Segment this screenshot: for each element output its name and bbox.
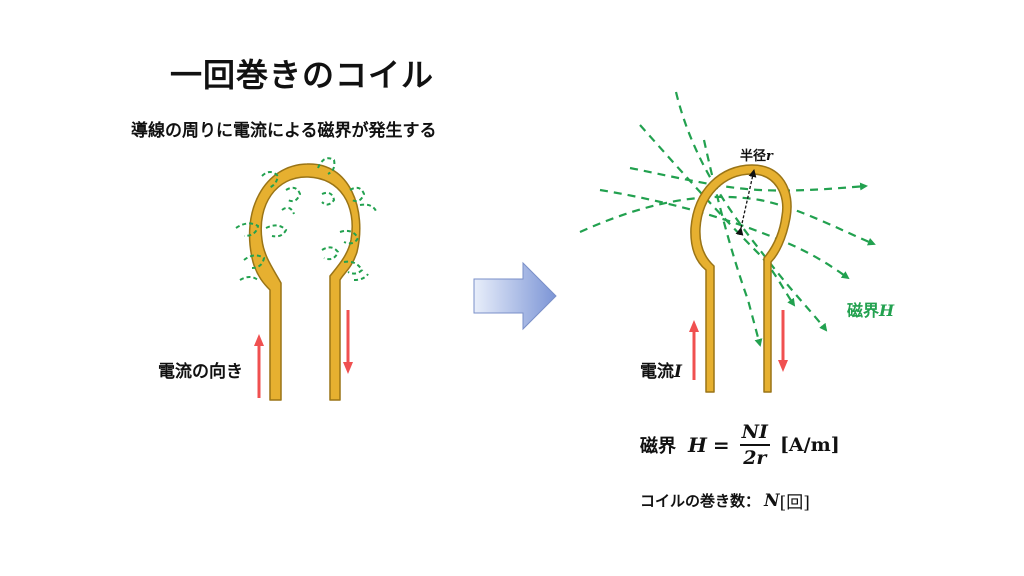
formula-unit: [A/m]	[779, 434, 840, 456]
field-line	[639, 124, 796, 307]
field-line	[599, 188, 850, 280]
left-field-lines	[235, 157, 377, 281]
left-field-loop	[339, 229, 360, 245]
left-field-loop	[243, 254, 266, 269]
field-label: 磁界H	[847, 297, 894, 321]
field-line	[702, 139, 763, 347]
left-field-loop	[317, 157, 336, 175]
formula-equals: =	[712, 433, 730, 457]
turns-definition: コイルの巻き数： N [回]	[640, 488, 810, 514]
left-field-loop	[321, 191, 336, 206]
right-coil-wire	[690, 164, 792, 393]
left-field-loop	[353, 273, 369, 281]
right-current-var: I	[674, 362, 682, 382]
left-field-loop	[261, 171, 280, 189]
left-coil	[248, 163, 361, 401]
formula: 磁界 H = NI 2r [A/m]	[640, 420, 840, 470]
right-coil	[690, 164, 792, 393]
formula-fraction: NI 2r	[739, 420, 770, 470]
formula-numerator: NI	[739, 420, 770, 446]
turns-var: N	[764, 490, 780, 511]
left-field-loop	[281, 206, 295, 215]
left-field-loop	[265, 224, 288, 238]
field-label-text: 磁界	[847, 301, 880, 320]
radius-label-var: r	[766, 149, 773, 164]
page-title: 一回巻きのコイル	[170, 56, 435, 94]
formula-label: 磁界	[640, 436, 676, 457]
field-line	[579, 195, 876, 246]
radius-label-text: 半径	[740, 149, 767, 164]
left-field-loop	[321, 246, 340, 261]
transition-arrow	[473, 261, 557, 331]
formula-denominator: 2r	[743, 447, 767, 469]
left-field-loop	[239, 276, 259, 281]
turns-label: コイルの巻き数：	[640, 492, 761, 510]
radius-label: 半径r	[740, 145, 773, 164]
turns-unit: [回]	[779, 493, 810, 513]
left-field-loop	[235, 222, 260, 237]
left-field-loop	[285, 186, 302, 203]
formula-lhs: H	[688, 433, 707, 457]
left-field-loop	[349, 186, 366, 203]
right-current-text: 電流	[640, 362, 674, 382]
subtitle: 導線の周りに電流による磁界が発生する	[131, 121, 437, 141]
field-line	[674, 91, 828, 332]
left-field-loop	[359, 203, 377, 212]
field-line	[629, 166, 868, 192]
field-label-var: H	[879, 301, 895, 320]
right-current-label: 電流I	[640, 357, 682, 382]
left-current-label: 電流の向き	[158, 362, 243, 382]
right-field-lines	[579, 91, 876, 347]
left-coil-wire	[248, 163, 361, 401]
left-field-loop	[343, 260, 364, 275]
